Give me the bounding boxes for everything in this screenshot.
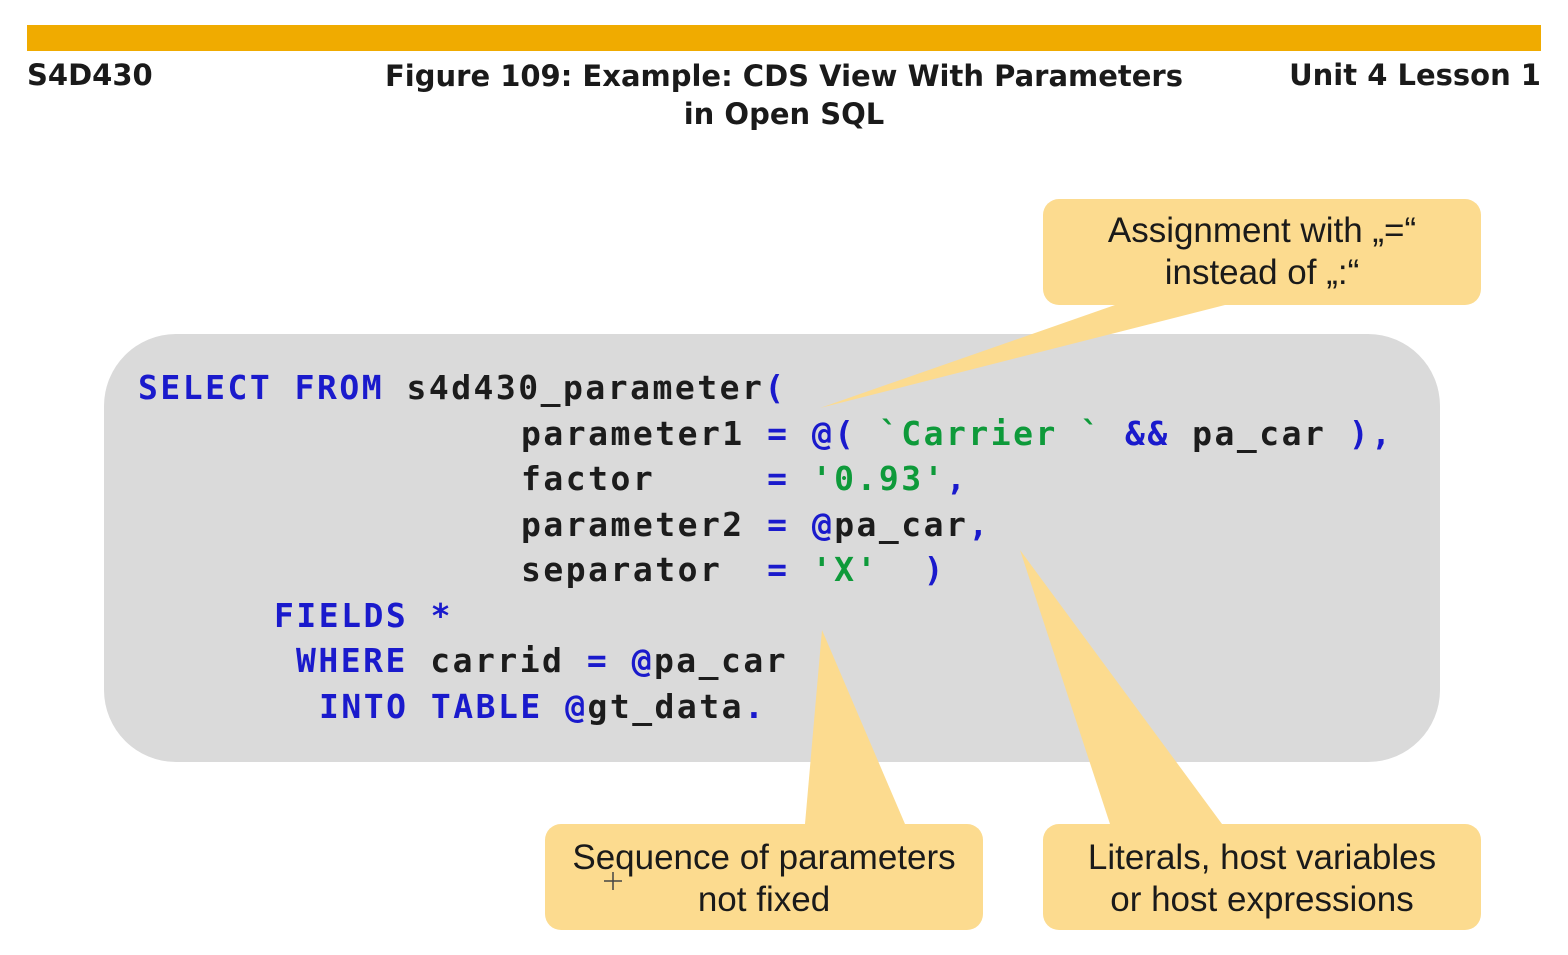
- param-name-parameter2: parameter2: [521, 505, 745, 544]
- callout-assignment-line-2: instead of „:“: [1164, 253, 1360, 292]
- callout-literals-line-1: Literals, host variables: [1087, 838, 1437, 877]
- pointer-literals: [1020, 550, 1222, 824]
- host-variable: pa_car: [834, 505, 969, 544]
- keyword-where: WHERE: [296, 641, 408, 680]
- code-line-into: INTO TABLE @gt_data.: [319, 687, 766, 727]
- host-expression-start: @(: [811, 414, 857, 453]
- keyword-from: FROM: [294, 368, 385, 407]
- course-code: S4D430: [27, 58, 153, 92]
- string-literal-carrier: `Carrier `: [878, 414, 1103, 453]
- code-line-where: WHERE carrid = @pa_car: [296, 641, 788, 681]
- assign-operator: =: [767, 550, 790, 589]
- pointer-sequence: [805, 630, 905, 824]
- host-variable: pa_car: [1192, 414, 1327, 453]
- figure-title-line-1: Figure 109: Example: CDS View With Param…: [384, 59, 1183, 93]
- code-line-separator: separator = 'X' ): [521, 550, 946, 590]
- code-line-factor: factor = '0.93',: [521, 459, 968, 499]
- keyword-fields: FIELDS: [274, 596, 409, 635]
- figure-title-line-2: in Open SQL: [683, 97, 885, 131]
- figure-title: Figure 109: Example: CDS View With Param…: [380, 57, 1188, 133]
- param-name-factor: factor: [521, 459, 656, 498]
- code-line-fields: FIELDS *: [274, 596, 453, 636]
- assign-operator: =: [586, 641, 610, 680]
- callout-assignment-line-1: Assignment with „=“: [1107, 211, 1417, 250]
- callout-sequence: Sequence of parameters not fixed: [545, 824, 983, 930]
- callout-sequence-line-1: Sequence of parameters: [572, 838, 956, 877]
- callout-sequence-line-2: not fixed: [697, 880, 831, 919]
- assign-operator: =: [767, 459, 790, 498]
- unit-lesson: Unit 4 Lesson 1: [1289, 58, 1541, 92]
- close-paren: ): [923, 550, 947, 589]
- comma: ,: [968, 505, 991, 544]
- code-panel: [104, 334, 1440, 762]
- param-name-parameter1: parameter1: [521, 414, 745, 453]
- host-expression-end: ),: [1348, 414, 1394, 453]
- field-carrid: carrid: [430, 641, 565, 680]
- host-variable: pa_car: [653, 641, 789, 680]
- host-variable-escape: @: [631, 641, 654, 680]
- host-variable-escape: @: [565, 687, 588, 726]
- top-accent-bar: [27, 25, 1541, 51]
- callout-literals-line-2: or host expressions: [1110, 880, 1414, 919]
- fields-asterisk: *: [430, 596, 453, 635]
- statement-end: .: [744, 687, 767, 726]
- open-paren: (: [764, 368, 787, 407]
- concat-operator: &&: [1125, 414, 1170, 453]
- pointer-assignment: [820, 305, 1225, 408]
- target-table: gt_data: [587, 687, 745, 726]
- host-variable-escape: @: [811, 505, 835, 544]
- cds-view-name: s4d430_parameter: [406, 368, 765, 407]
- assign-operator: =: [767, 414, 790, 453]
- keyword-select: SELECT: [138, 368, 273, 407]
- callout-assignment: Assignment with „=“ instead of „:“: [1043, 199, 1481, 305]
- assign-operator: =: [767, 505, 790, 544]
- keyword-table: TABLE: [430, 687, 543, 726]
- callout-literals: Literals, host variables or host express…: [1043, 824, 1481, 930]
- code-line-select: SELECT FROM s4d430_parameter(: [138, 368, 787, 408]
- comma: ,: [946, 459, 969, 498]
- code-line-parameter1: parameter1 = @( `Carrier ` && pa_car ),: [521, 414, 1393, 454]
- mouse-cursor-icon: [604, 872, 622, 890]
- literal-factor: '0.93': [811, 459, 947, 498]
- param-name-separator: separator: [521, 550, 723, 589]
- literal-separator: 'X': [811, 550, 879, 589]
- code-line-parameter2: parameter2 = @pa_car,: [521, 505, 991, 545]
- keyword-into: INTO: [319, 687, 409, 726]
